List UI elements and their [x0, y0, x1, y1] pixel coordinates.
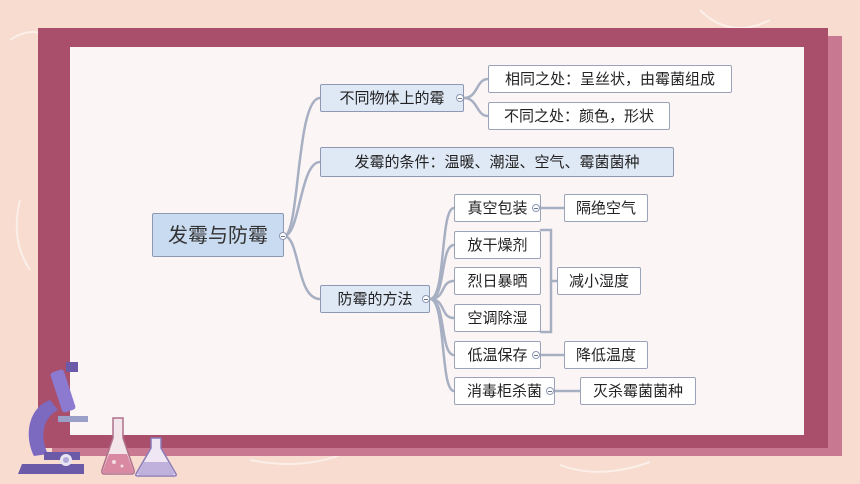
branch-different-objects[interactable]: 不同物体上的霉 — [320, 84, 464, 112]
microscope-icon — [18, 362, 88, 474]
collapse-icon[interactable] — [546, 387, 554, 395]
root-node[interactable]: 发霉与防霉 — [152, 213, 284, 257]
collapse-icon[interactable] — [456, 94, 464, 102]
branch-prevention-methods[interactable]: 防霉的方法 — [320, 285, 430, 313]
flask-icon — [101, 417, 135, 475]
method-desiccant[interactable]: 放干燥剂 — [454, 231, 541, 259]
collapse-icon[interactable] — [532, 204, 540, 212]
method-vacuum-pack[interactable]: 真空包装 — [454, 194, 541, 222]
result-lower-temp[interactable]: 降低温度 — [564, 341, 648, 369]
flask-icon — [135, 437, 177, 477]
method-sun-drying[interactable]: 烈日暴晒 — [454, 267, 541, 295]
difference-node[interactable]: 不同之处：颜色，形状 — [488, 102, 670, 130]
similarity-node[interactable]: 相同之处：呈丝状，由霉菌组成 — [488, 65, 732, 93]
method-ac-dehumidify[interactable]: 空调除湿 — [454, 304, 541, 332]
branch-mold-conditions[interactable]: 发霉的条件：温暖、潮湿、空气、霉菌菌种 — [320, 147, 674, 177]
collapse-icon[interactable] — [279, 232, 287, 240]
result-reduce-humidity[interactable]: 减小湿度 — [557, 267, 641, 295]
method-sterilizer[interactable]: 消毒柜杀菌 — [454, 377, 555, 405]
method-low-temp[interactable]: 低温保存 — [454, 341, 541, 369]
result-kill-mold[interactable]: 灭杀霉菌菌种 — [580, 377, 696, 405]
result-isolate-air[interactable]: 隔绝空气 — [564, 194, 648, 222]
collapse-icon[interactable] — [422, 295, 430, 303]
collapse-icon[interactable] — [532, 351, 540, 359]
